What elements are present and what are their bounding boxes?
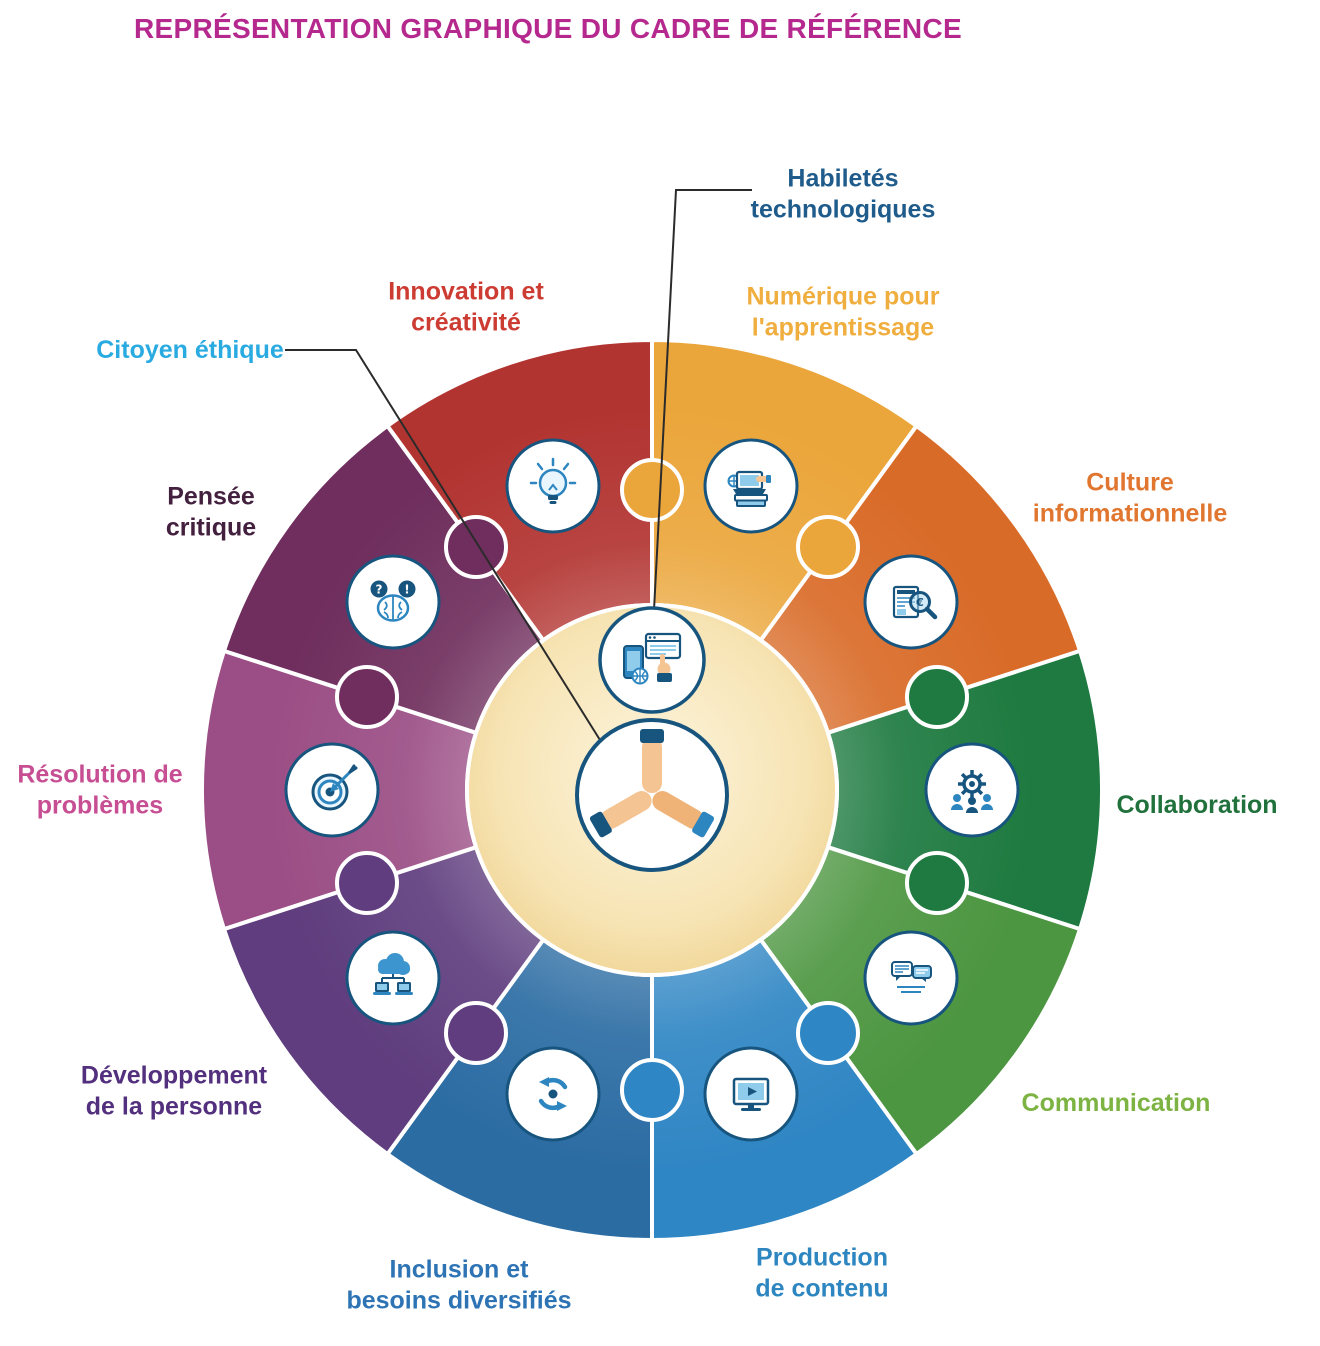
news-magnifier-icon: €	[863, 554, 959, 650]
leader-line-citoyen	[285, 349, 601, 741]
puzzle-knob	[905, 665, 969, 729]
label-numerique-apprentissage: Numérique pour l'apprentissage	[746, 282, 940, 342]
puzzle-knob	[620, 458, 684, 522]
label-production-contenu: Production de contenu	[755, 1243, 889, 1303]
puzzle-knob	[444, 515, 508, 579]
cloud-devices-icon	[345, 930, 441, 1026]
question-glyph: ?	[376, 583, 383, 597]
leader-line-habiletes	[653, 189, 752, 611]
puzzle-knob	[796, 1001, 860, 1065]
digital-devices-icon	[598, 606, 706, 714]
euro-glyph: €	[915, 596, 924, 609]
page-title: REPRÉSENTATION GRAPHIQUE DU CADRE DE RÉF…	[134, 13, 962, 44]
laptop-books-icon	[703, 438, 799, 534]
hands-together-icon	[575, 718, 729, 872]
label-developpement-personne: Développement de la personne	[80, 1061, 268, 1121]
cycle-arrows-icon	[505, 1046, 601, 1142]
chat-bubbles-icon	[863, 930, 959, 1026]
puzzle-knob	[620, 1058, 684, 1122]
label-habiletes-technologiques: Habiletés technologiques	[750, 164, 936, 224]
exclamation-glyph: !	[404, 583, 409, 597]
video-monitor-icon	[703, 1046, 799, 1142]
target-dart-icon	[284, 742, 380, 838]
puzzle-knob	[335, 665, 399, 729]
label-innovation-creativite: Innovation et créativité	[388, 277, 544, 337]
puzzle-knob	[796, 515, 860, 579]
label-resolution-problemes: Résolution de problèmes	[17, 760, 183, 820]
lightbulb-icon	[505, 438, 601, 534]
label-inclusion-besoins: Inclusion et besoins diversifiés	[346, 1255, 572, 1315]
people-gear-icon	[924, 742, 1020, 838]
puzzle-knob	[335, 851, 399, 915]
label-collaboration: Collaboration	[1116, 790, 1278, 819]
label-pensee-critique: Pensée critique	[165, 482, 257, 542]
label-citoyen-ethique: Citoyen éthique	[96, 335, 284, 364]
puzzle-knob	[444, 1001, 508, 1065]
puzzle-knob	[905, 851, 969, 915]
label-culture-informationnelle: Culture informationnelle	[1032, 468, 1228, 528]
label-communication: Communication	[1021, 1088, 1211, 1117]
brain-question-icon: ? !	[345, 554, 441, 650]
